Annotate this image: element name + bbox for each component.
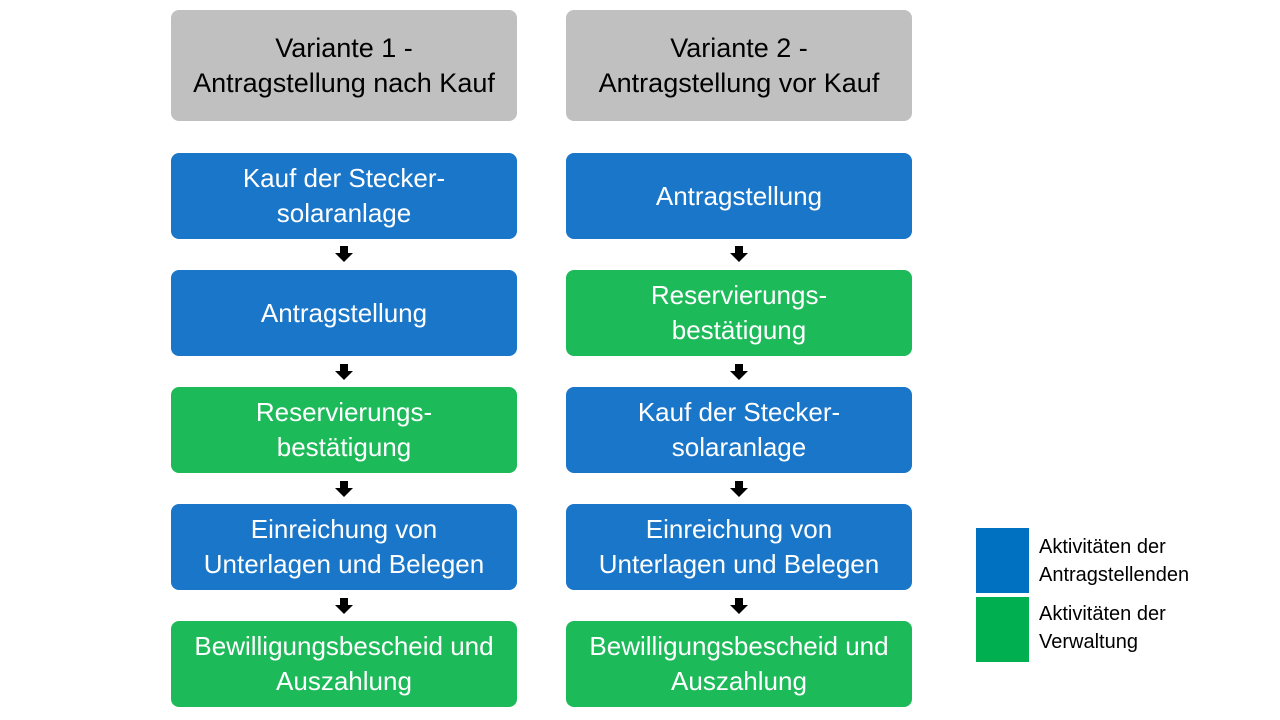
legend-swatch-green	[976, 597, 1029, 662]
variant-1-step-2: Antragstellung	[171, 270, 517, 356]
legend-swatch-blue	[976, 528, 1029, 593]
arrow-down-icon	[730, 246, 748, 262]
arrow-down-icon	[730, 481, 748, 497]
legend-label-applicants: Aktivitäten der Antragstellenden	[1039, 536, 1190, 586]
arrow-down-icon	[730, 364, 748, 380]
arrow-down-icon	[730, 598, 748, 614]
variant-1-step-4: Einreichung von Unterlagen und Belegen	[171, 504, 517, 590]
arrow-down-icon	[335, 364, 353, 380]
variant-2-header: Variante 2 - Antragstellung vor Kauf	[566, 10, 912, 121]
variant-1-step-5: Bewilligungsbescheid und Auszahlung	[171, 621, 517, 707]
arrow-down-icon	[335, 598, 353, 614]
variant-2-step-3: Kauf der Stecker- solaranlage	[566, 387, 912, 473]
variant-1-step-3: Reservierungs- bestätigung	[171, 387, 517, 473]
variant-2-step-5: Bewilligungsbescheid und Auszahlung	[566, 621, 912, 707]
arrow-down-icon	[335, 246, 353, 262]
legend-label-administration: Aktivitäten der Verwaltung	[1039, 603, 1166, 653]
variant-1-step-1: Kauf der Stecker- solaranlage	[171, 153, 517, 239]
variant-2-step-1: Antragstellung	[566, 153, 912, 239]
variant-2-step-4: Einreichung von Unterlagen und Belegen	[566, 504, 912, 590]
variant-1-header: Variante 1 - Antragstellung nach Kauf	[171, 10, 517, 121]
arrow-down-icon	[335, 481, 353, 497]
variant-2-step-2: Reservierungs- bestätigung	[566, 270, 912, 356]
